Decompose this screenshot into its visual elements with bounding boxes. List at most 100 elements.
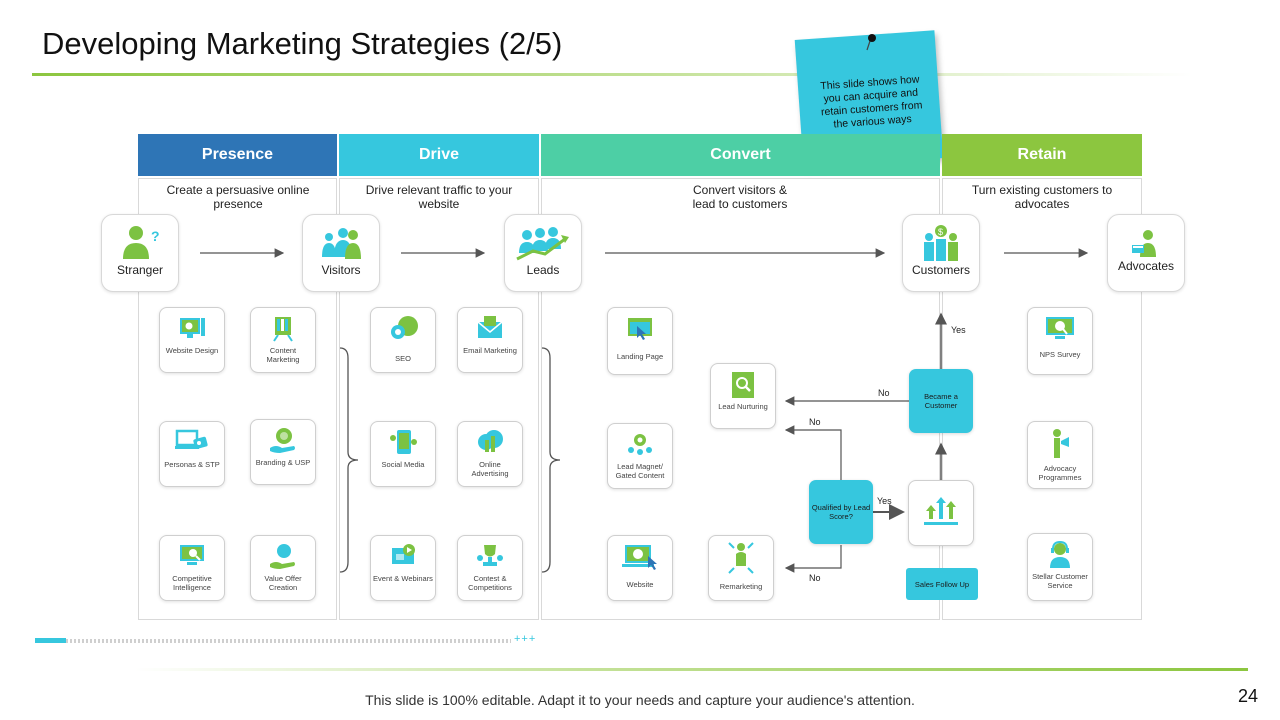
survey-icon xyxy=(1046,317,1074,339)
footer-text: This slide is 100% editable. Adapt it to… xyxy=(365,692,915,708)
website-icon xyxy=(622,545,657,570)
personas-icon xyxy=(175,429,208,449)
flow-label-no: No xyxy=(809,573,821,583)
trophy-icon xyxy=(477,545,503,566)
column-subtitle-convert: Convert visitors & lead to customers xyxy=(692,183,788,211)
tile-label: Contest & Competitions xyxy=(468,574,512,592)
lead-nurturing-icon xyxy=(732,372,754,398)
progress-marker: +++ xyxy=(514,633,537,645)
tile-label: Website Design xyxy=(165,346,219,355)
sales-growth-icon xyxy=(924,497,958,525)
tile-label: Value Offer Creation xyxy=(264,574,302,592)
flow-label-no: No xyxy=(878,388,890,398)
tile-advocacy-programmes: Advocacy Programmes xyxy=(1027,421,1093,489)
tile-label: Branding & USP xyxy=(255,458,311,467)
progress-track xyxy=(66,639,511,643)
tile-label: Lead Nurturing xyxy=(718,402,768,411)
tile-webinars: Event & Webinars xyxy=(370,535,436,601)
flow-label-yes: Yes xyxy=(951,325,966,335)
svg-text:$: $ xyxy=(938,227,943,237)
tile-lead-magnet: Lead Magnet/ Gated Content xyxy=(607,423,673,489)
tile-branding: Branding & USP xyxy=(250,419,316,485)
tile-label: NPS Survey xyxy=(1039,350,1081,359)
tile-sales-growth xyxy=(908,480,974,546)
tile-label: Remarketing xyxy=(719,582,763,591)
column-header-drive: Drive xyxy=(339,134,539,176)
column-subtitle-presence: Create a persuasive online presence xyxy=(166,183,310,211)
tile-label: Social Media xyxy=(381,460,425,469)
tile-label: SEO xyxy=(395,354,411,363)
stage-label: Customers xyxy=(911,263,970,277)
page-number: 24 xyxy=(1238,686,1259,706)
decision-qualified-lead-score: Qualified by Lead Score? xyxy=(809,480,873,544)
tile-social-media: Social Media xyxy=(370,421,436,487)
column-header-convert: Convert xyxy=(541,134,940,176)
tile-label: Landing Page xyxy=(616,352,664,361)
stage-leads: Leads xyxy=(504,214,582,292)
tile-email-marketing: Email Marketing xyxy=(457,307,523,373)
stage-label: Visitors xyxy=(321,263,361,277)
competitive-intelligence-icon xyxy=(180,545,204,565)
tile-customer-service: Stellar Customer Service xyxy=(1027,533,1093,601)
column-subtitle-retain: Turn existing customers to advocates xyxy=(971,183,1113,211)
tile-competitive-intelligence: Competitive Intelligence xyxy=(159,535,225,601)
stage-customers: $ Customers xyxy=(902,214,980,292)
tile-label: Online Advertising xyxy=(471,460,509,478)
flow-label-yes: Yes xyxy=(877,496,892,506)
remarketing-icon xyxy=(728,542,754,574)
tile-label: Stellar Customer Service xyxy=(1032,572,1088,590)
tile-landing-page: Landing Page xyxy=(607,307,673,375)
tile-nps-survey: NPS Survey xyxy=(1027,307,1093,375)
customers-money-icon: $ xyxy=(924,225,958,261)
tile-contests: Contest & Competitions xyxy=(457,535,523,601)
tile-label: Lead Magnet/ Gated Content xyxy=(615,462,665,480)
online-advertising-icon xyxy=(478,430,503,452)
person-question-icon: ? xyxy=(123,226,160,259)
content-marketing-icon xyxy=(273,317,293,342)
customer-service-icon xyxy=(1050,540,1070,568)
tile-lead-nurturing: Lead Nurturing xyxy=(710,363,776,429)
branding-icon xyxy=(270,428,295,453)
stage-advocates: Advocates xyxy=(1107,214,1185,292)
tile-value-offer: Value Offer Creation xyxy=(250,535,316,601)
advocate-icon xyxy=(1132,230,1156,257)
flow-label-no: No xyxy=(809,417,821,427)
stage-label: Leads xyxy=(526,263,560,277)
column-header-retain: Retain xyxy=(942,134,1142,176)
slide-title: Developing Marketing Strategies (2/5) xyxy=(42,26,563,61)
tile-label: Content Marketing xyxy=(266,346,300,364)
webinar-icon xyxy=(392,544,415,564)
decision-became-customer: Became a Customer xyxy=(909,369,973,433)
tile-label: Personas & STP xyxy=(164,460,220,469)
progress-fill xyxy=(35,638,66,643)
tile-remarketing: Remarketing xyxy=(708,535,774,601)
seo-icon xyxy=(391,316,418,339)
svg-text:?: ? xyxy=(151,228,160,244)
email-icon xyxy=(477,316,503,338)
value-offer-icon xyxy=(270,544,295,569)
tile-label: Advocacy Programmes xyxy=(1038,464,1082,482)
social-media-icon xyxy=(390,430,417,454)
tile-label: Website xyxy=(626,580,654,589)
sales-follow-up-box: Sales Follow Up xyxy=(906,568,978,600)
website-design-icon xyxy=(180,318,205,338)
stage-label: Stranger xyxy=(116,263,164,277)
lead-magnet-icon xyxy=(628,434,652,455)
tile-content-marketing: Content Marketing xyxy=(250,307,316,373)
landing-page-icon xyxy=(628,318,652,340)
growth-group-icon xyxy=(516,227,569,261)
column-header-presence: Presence xyxy=(138,134,337,176)
tile-website-design: Website Design xyxy=(159,307,225,373)
stage-stranger: ? Stranger xyxy=(101,214,179,292)
tile-label: Competitive Intelligence xyxy=(172,574,212,592)
megaphone-icon xyxy=(1053,429,1069,458)
title-underline xyxy=(32,73,1192,76)
tile-seo: SEO xyxy=(370,307,436,373)
column-subtitle-drive: Drive relevant traffic to your website xyxy=(365,183,513,211)
tile-label: Event & Webinars xyxy=(373,574,433,583)
tile-label: Email Marketing xyxy=(463,346,517,355)
group-icon xyxy=(322,228,361,259)
stage-visitors: Visitors xyxy=(302,214,380,292)
pin-icon xyxy=(866,34,876,51)
